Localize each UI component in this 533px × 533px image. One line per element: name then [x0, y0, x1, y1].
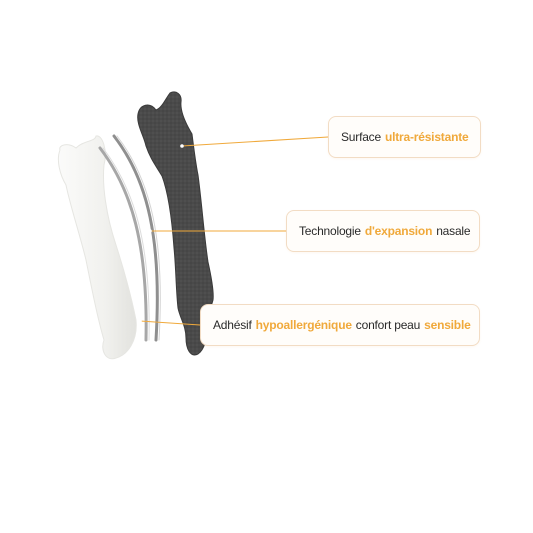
leader-dot-2	[148, 229, 152, 233]
leader-line-1	[181, 136, 329, 147]
leader-lines	[139, 136, 329, 326]
callout-1-text: Surface	[341, 130, 381, 144]
callout-adhesif: Adhésif hypoallergénique confort peau se…	[200, 304, 480, 346]
callout-technologie: Technologie d'expansion nasale	[286, 210, 480, 252]
leader-dot-3	[138, 319, 142, 323]
leader-dots	[138, 144, 184, 323]
callout-3-text-b: confort peau	[355, 318, 421, 332]
callout-3-text-a: Adhésif	[213, 318, 252, 332]
callout-3-highlight-b: sensible	[424, 318, 471, 332]
leader-line-3	[139, 320, 201, 326]
callout-surface: Surface ultra-résistante	[328, 116, 481, 158]
callout-2-text-b: nasale	[436, 224, 471, 238]
callout-2-highlight: d'expansion	[364, 224, 433, 238]
adhesive-layer-icon	[57, 135, 137, 360]
callout-2-text-a: Technologie	[299, 224, 361, 238]
leader-dot-1	[180, 144, 184, 148]
callout-1-highlight: ultra-résistante	[384, 130, 469, 144]
callout-3-highlight-a: hypoallergénique	[255, 318, 352, 332]
spring-bands-icon	[98, 134, 161, 342]
top-layer-icon	[137, 91, 214, 356]
